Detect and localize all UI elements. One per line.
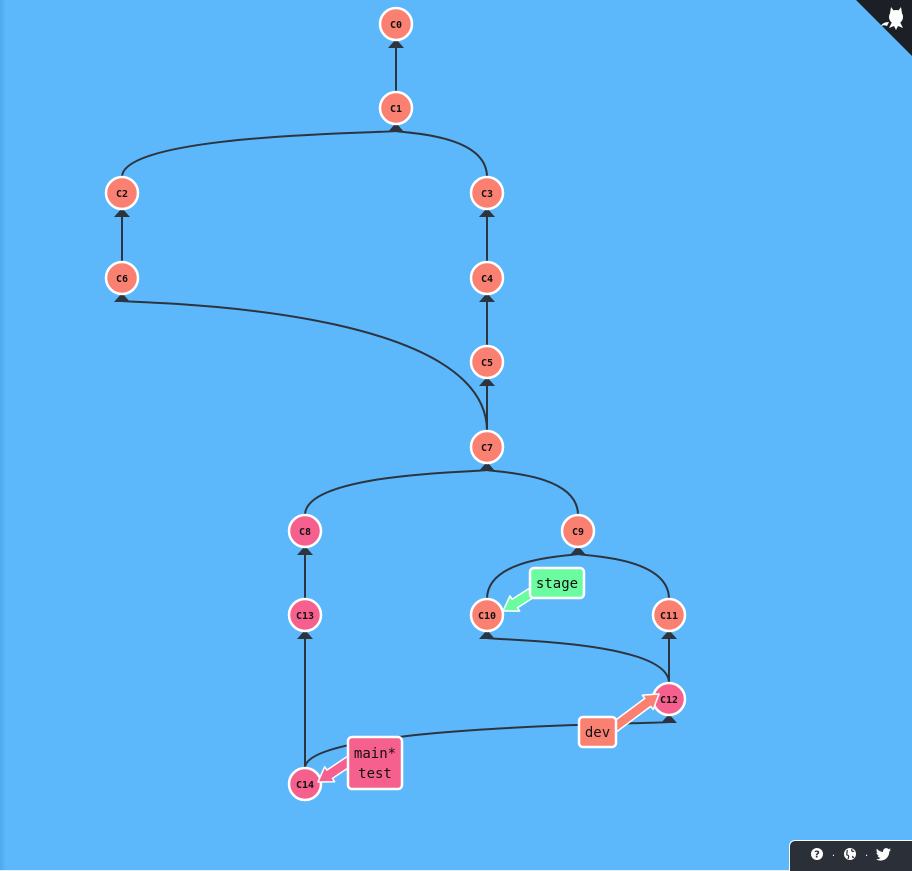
commit-node-c13[interactable]: C13 xyxy=(287,597,323,633)
commit-node-c10[interactable]: C10 xyxy=(469,597,505,633)
arrowhead xyxy=(661,630,677,639)
commit-node-c2[interactable]: C2 xyxy=(104,175,140,211)
arrowhead xyxy=(479,462,495,471)
commit-label: C2 xyxy=(116,189,128,200)
arrowhead xyxy=(479,630,495,639)
arrowhead xyxy=(297,630,313,639)
twitter-bird-icon[interactable] xyxy=(875,847,892,865)
arrowhead xyxy=(479,208,495,217)
footer-toolbar: ? · · xyxy=(789,840,912,871)
arrowhead xyxy=(570,546,586,555)
globe-icon[interactable] xyxy=(843,847,857,865)
branch-box xyxy=(577,715,618,749)
branch-label-stage[interactable]: stage xyxy=(502,566,586,612)
commit-node-c3[interactable]: C3 xyxy=(469,175,505,211)
commit-circle xyxy=(469,260,505,296)
commit-label: C10 xyxy=(478,611,496,622)
commit-circle xyxy=(104,175,140,211)
commit-circle xyxy=(378,90,414,126)
branch-name-text: main* xyxy=(354,746,396,762)
commit-node-c11[interactable]: C11 xyxy=(651,597,687,633)
commit-node-c4[interactable]: C4 xyxy=(469,260,505,296)
commit-circle xyxy=(104,260,140,296)
branch-name-text: stage xyxy=(536,576,578,592)
branch-name-text: dev xyxy=(585,725,610,741)
edge-C8-C7 xyxy=(304,469,488,516)
commit-label: C6 xyxy=(116,274,128,285)
arrowhead xyxy=(479,377,495,386)
commit-circle xyxy=(469,344,505,380)
github-corner[interactable] xyxy=(856,0,912,56)
commit-node-c5[interactable]: C5 xyxy=(469,344,505,380)
question-circle-icon[interactable]: ? xyxy=(810,847,824,865)
branch-box xyxy=(528,566,586,600)
commit-label: C11 xyxy=(660,611,678,622)
edge-C7-C6 xyxy=(121,300,488,432)
commit-label: C1 xyxy=(390,104,402,115)
edge-C11-C9 xyxy=(577,553,670,600)
commit-circle xyxy=(287,513,323,549)
commit-label: C8 xyxy=(299,527,311,538)
commit-label: C4 xyxy=(481,274,493,285)
arrowhead xyxy=(661,714,677,723)
commit-circle xyxy=(287,597,323,633)
commit-circle xyxy=(651,597,687,633)
commit-label: C12 xyxy=(660,695,678,706)
commit-node-c9[interactable]: C9 xyxy=(560,513,596,549)
svg-text:?: ? xyxy=(814,850,820,861)
edges-layer xyxy=(114,39,677,769)
branches-layer: stage dev main* test xyxy=(317,566,660,791)
edge-C14-C12 xyxy=(304,721,670,769)
commit-label: C3 xyxy=(481,189,493,200)
commit-node-c14[interactable]: C14 xyxy=(287,766,323,802)
branch-name-text: test xyxy=(358,766,392,782)
edge-C2-C1 xyxy=(121,130,397,178)
edge-C3-C1 xyxy=(395,130,488,178)
commit-circle xyxy=(378,6,414,42)
commit-label: C9 xyxy=(572,527,584,538)
arrowhead xyxy=(388,39,404,48)
github-octocat-icon xyxy=(856,0,912,56)
commit-node-c6[interactable]: C6 xyxy=(104,260,140,296)
footer-separator: · xyxy=(831,850,835,862)
edge-C12-C10 xyxy=(486,637,670,684)
footer-separator: · xyxy=(865,850,869,862)
commit-circle xyxy=(560,513,596,549)
commit-node-c8[interactable]: C8 xyxy=(287,513,323,549)
branch-label-main-test[interactable]: main* test xyxy=(317,735,404,791)
commit-node-c7[interactable]: C7 xyxy=(469,429,505,465)
arrowhead xyxy=(388,123,404,132)
commit-circle xyxy=(469,175,505,211)
commit-label: C13 xyxy=(296,611,314,622)
commit-circle xyxy=(287,766,323,802)
commit-label: C7 xyxy=(481,443,493,454)
left-edge-shade xyxy=(0,0,6,871)
arrowhead xyxy=(114,293,130,302)
edge-C9-C7 xyxy=(486,469,579,516)
commit-circle xyxy=(469,429,505,465)
commit-node-c0[interactable]: C0 xyxy=(378,6,414,42)
branch-box xyxy=(346,735,404,791)
commit-label: C0 xyxy=(390,20,402,31)
commit-label: C5 xyxy=(481,358,493,369)
commit-circle xyxy=(469,597,505,633)
commit-label: C14 xyxy=(296,780,314,791)
branch-label-dev[interactable]: dev xyxy=(577,693,660,749)
arrowhead xyxy=(114,208,130,217)
arrowhead xyxy=(297,546,313,555)
commit-node-c1[interactable]: C1 xyxy=(378,90,414,126)
arrowhead xyxy=(479,293,495,302)
